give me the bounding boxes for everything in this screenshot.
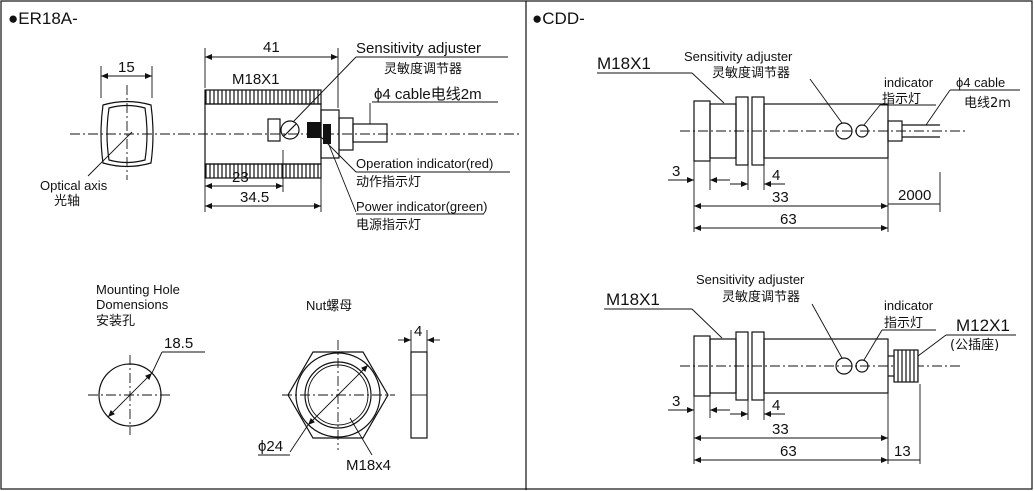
dim-34-5: 34.5 [240, 189, 269, 206]
cdd-indicator-label: indicator [884, 75, 934, 90]
cable-label: ϕ4 cable电线2m [374, 86, 482, 103]
mounting-hole-view: Mounting Hole Domensions 安装孔 18.5 [88, 282, 205, 435]
cdd-dim-33: 33 [772, 189, 789, 206]
cdd-panel: ●CDD- M18X1 Sensitivity adjuster 灵敏度调节器 … [532, 9, 1020, 464]
cdd-sens-cn: 灵敏度调节器 [712, 65, 790, 81]
power-indicator-cn: 电源指示灯 [356, 218, 421, 233]
dim-15: 15 [118, 59, 135, 76]
mounting-hole-label-1: Mounting Hole [96, 282, 180, 297]
cdd-dim-4: 4 [772, 167, 780, 184]
front-view: 15 Optical axis 光轴 [40, 59, 190, 209]
dim-41: 41 [263, 39, 280, 56]
cdd2-dim-3: 3 [672, 393, 680, 410]
sensitivity-adjuster-label: Sensitivity adjuster [356, 40, 481, 57]
cdd2-indicator-cn: 指示灯 [884, 316, 923, 331]
cdd-dim-63: 63 [780, 211, 797, 228]
sensitivity-adjuster-cn: 灵敏度调节器 [384, 61, 462, 77]
cdd-dim-3: 3 [672, 163, 680, 180]
operation-indicator-label: Operation indicator(red) [356, 156, 493, 171]
mounting-hole-label-2: Domensions [96, 297, 169, 312]
dim-18-5: 18.5 [164, 335, 193, 352]
nut-view: Nut螺母 ϕ24 M18x4 4 [258, 298, 440, 474]
cdd2-thread-m18x1: M18X1 [606, 290, 660, 309]
cdd2-sens-label: Sensitivity adjuster [696, 272, 805, 287]
cdd-cable-sensor: M18X1 Sensitivity adjuster 灵敏度调节器 indica… [597, 49, 1020, 232]
optical-axis-cn: 光轴 [54, 194, 80, 209]
cdd-cable-label: ϕ4 cable [956, 75, 1005, 90]
cdd2-connector-cn: (公插座) [950, 338, 999, 353]
nut-dia-24: ϕ24 [258, 438, 283, 455]
cdd2-indicator-label: indicator [884, 298, 934, 313]
optical-axis-label: Optical axis [40, 178, 108, 193]
cdd2-dim-4: 4 [772, 397, 780, 414]
nut-thread-m18x4: M18x4 [346, 457, 391, 474]
er18a-title: ●ER18A- [8, 9, 78, 28]
cdd-connector-sensor: M18X1 Sensitivity adjuster 灵敏度调节器 indica… [604, 272, 1016, 464]
er18a-panel: ●ER18A- 15 Optical axis 光轴 [8, 9, 520, 474]
cdd2-sens-cn: 灵敏度调节器 [722, 289, 800, 305]
cdd-indicator-cn: 指示灯 [882, 92, 921, 107]
dim-23: 23 [232, 169, 249, 186]
power-indicator-label: Power indicator(green) [356, 199, 488, 214]
cdd-dim-2000: 2000 [898, 187, 931, 204]
nut-thickness-4: 4 [414, 323, 422, 340]
cdd-title: ●CDD- [532, 9, 585, 28]
cdd2-connector-label: M12X1 [956, 316, 1010, 335]
mounting-hole-cn: 安装孔 [96, 314, 135, 329]
cdd-cable-cn: 电线2m [964, 96, 1011, 111]
cdd2-dim-63: 63 [780, 443, 797, 460]
cdd-thread-m18x1: M18X1 [597, 54, 651, 73]
cdd2-dim-33: 33 [772, 421, 789, 438]
nut-label: Nut螺母 [306, 298, 352, 313]
side-view: 41 M18X1 23 34.5 Sensitivity adjuster 灵敏… [180, 39, 520, 233]
thread-m18x1: M18X1 [232, 71, 280, 88]
cdd2-dim-13: 13 [894, 443, 911, 460]
operation-indicator-cn: 动作指示灯 [356, 175, 421, 190]
cdd-sens-label: Sensitivity adjuster [684, 49, 793, 64]
